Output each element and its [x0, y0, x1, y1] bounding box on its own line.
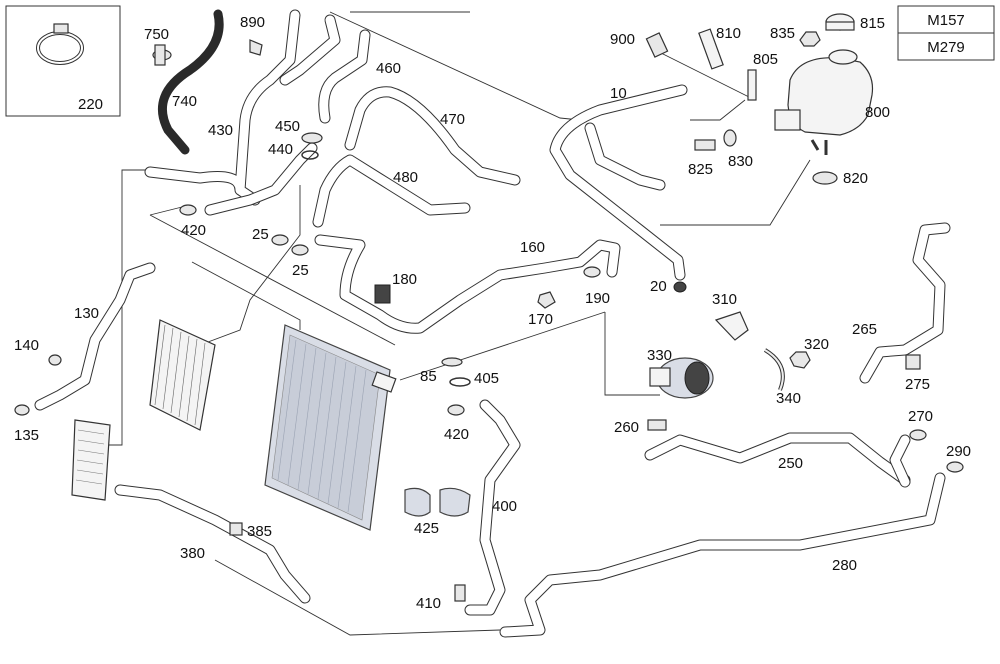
- variant-m279: M279: [927, 39, 965, 56]
- label-440: 440: [268, 141, 293, 158]
- label-825: 825: [688, 161, 713, 178]
- small-parts: [14, 28, 964, 602]
- label-470: 470: [440, 111, 465, 128]
- condenser: [149, 319, 216, 431]
- label-275: 275: [905, 376, 930, 393]
- label-270: 270: [908, 408, 933, 425]
- label-400: 400: [492, 498, 517, 515]
- label-85: 85: [420, 368, 437, 385]
- label-740: 740: [172, 93, 197, 110]
- label-280: 280: [832, 557, 857, 574]
- label-250: 250: [778, 455, 803, 472]
- label-430: 430: [208, 122, 233, 139]
- label-10: 10: [610, 85, 627, 102]
- label-405: 405: [474, 370, 499, 387]
- label-25-a: 25: [252, 226, 269, 243]
- radiator: [264, 324, 397, 531]
- label-135: 135: [14, 427, 39, 444]
- label-330: 330: [647, 347, 672, 364]
- label-890: 890: [240, 14, 265, 31]
- label-800: 800: [865, 104, 890, 121]
- clamp-inset-220: [5, 5, 121, 117]
- label-260: 260: [614, 419, 639, 436]
- label-25-b: 25: [292, 262, 309, 279]
- expansion-tank-800: [774, 13, 874, 155]
- label-265: 265: [852, 321, 877, 338]
- leader-lines: [100, 11, 811, 636]
- label-425: 425: [414, 520, 439, 537]
- label-815: 815: [860, 15, 885, 32]
- label-460: 460: [376, 60, 401, 77]
- variant-legend: M157 M279: [897, 5, 995, 61]
- label-420-top: 420: [181, 222, 206, 239]
- label-160: 160: [520, 239, 545, 256]
- label-190: 190: [585, 290, 610, 307]
- label-820: 820: [843, 170, 868, 187]
- label-140: 140: [14, 337, 39, 354]
- label-130: 130: [74, 305, 99, 322]
- label-805: 805: [753, 51, 778, 68]
- label-810: 810: [716, 25, 741, 42]
- label-480: 480: [393, 169, 418, 186]
- label-320: 320: [804, 336, 829, 353]
- part-labels: 220 750 740 890 430 450 440 460 470 480 …: [14, 14, 971, 612]
- heater-core: [71, 419, 111, 501]
- label-170: 170: [528, 311, 553, 328]
- label-750: 750: [144, 26, 169, 43]
- label-180: 180: [392, 271, 417, 288]
- label-290: 290: [946, 443, 971, 460]
- label-380: 380: [180, 545, 205, 562]
- label-340: 340: [776, 390, 801, 407]
- label-420-bottom: 420: [444, 426, 469, 443]
- label-450: 450: [275, 118, 300, 135]
- label-20: 20: [650, 278, 667, 295]
- label-220: 220: [78, 96, 103, 113]
- label-900: 900: [610, 31, 635, 48]
- label-830: 830: [728, 153, 753, 170]
- label-835: 835: [770, 25, 795, 42]
- auxiliary-pump-330: [649, 311, 749, 399]
- label-385: 385: [247, 523, 272, 540]
- label-410: 410: [416, 595, 441, 612]
- variant-m157: M157: [927, 12, 965, 29]
- label-310: 310: [712, 291, 737, 308]
